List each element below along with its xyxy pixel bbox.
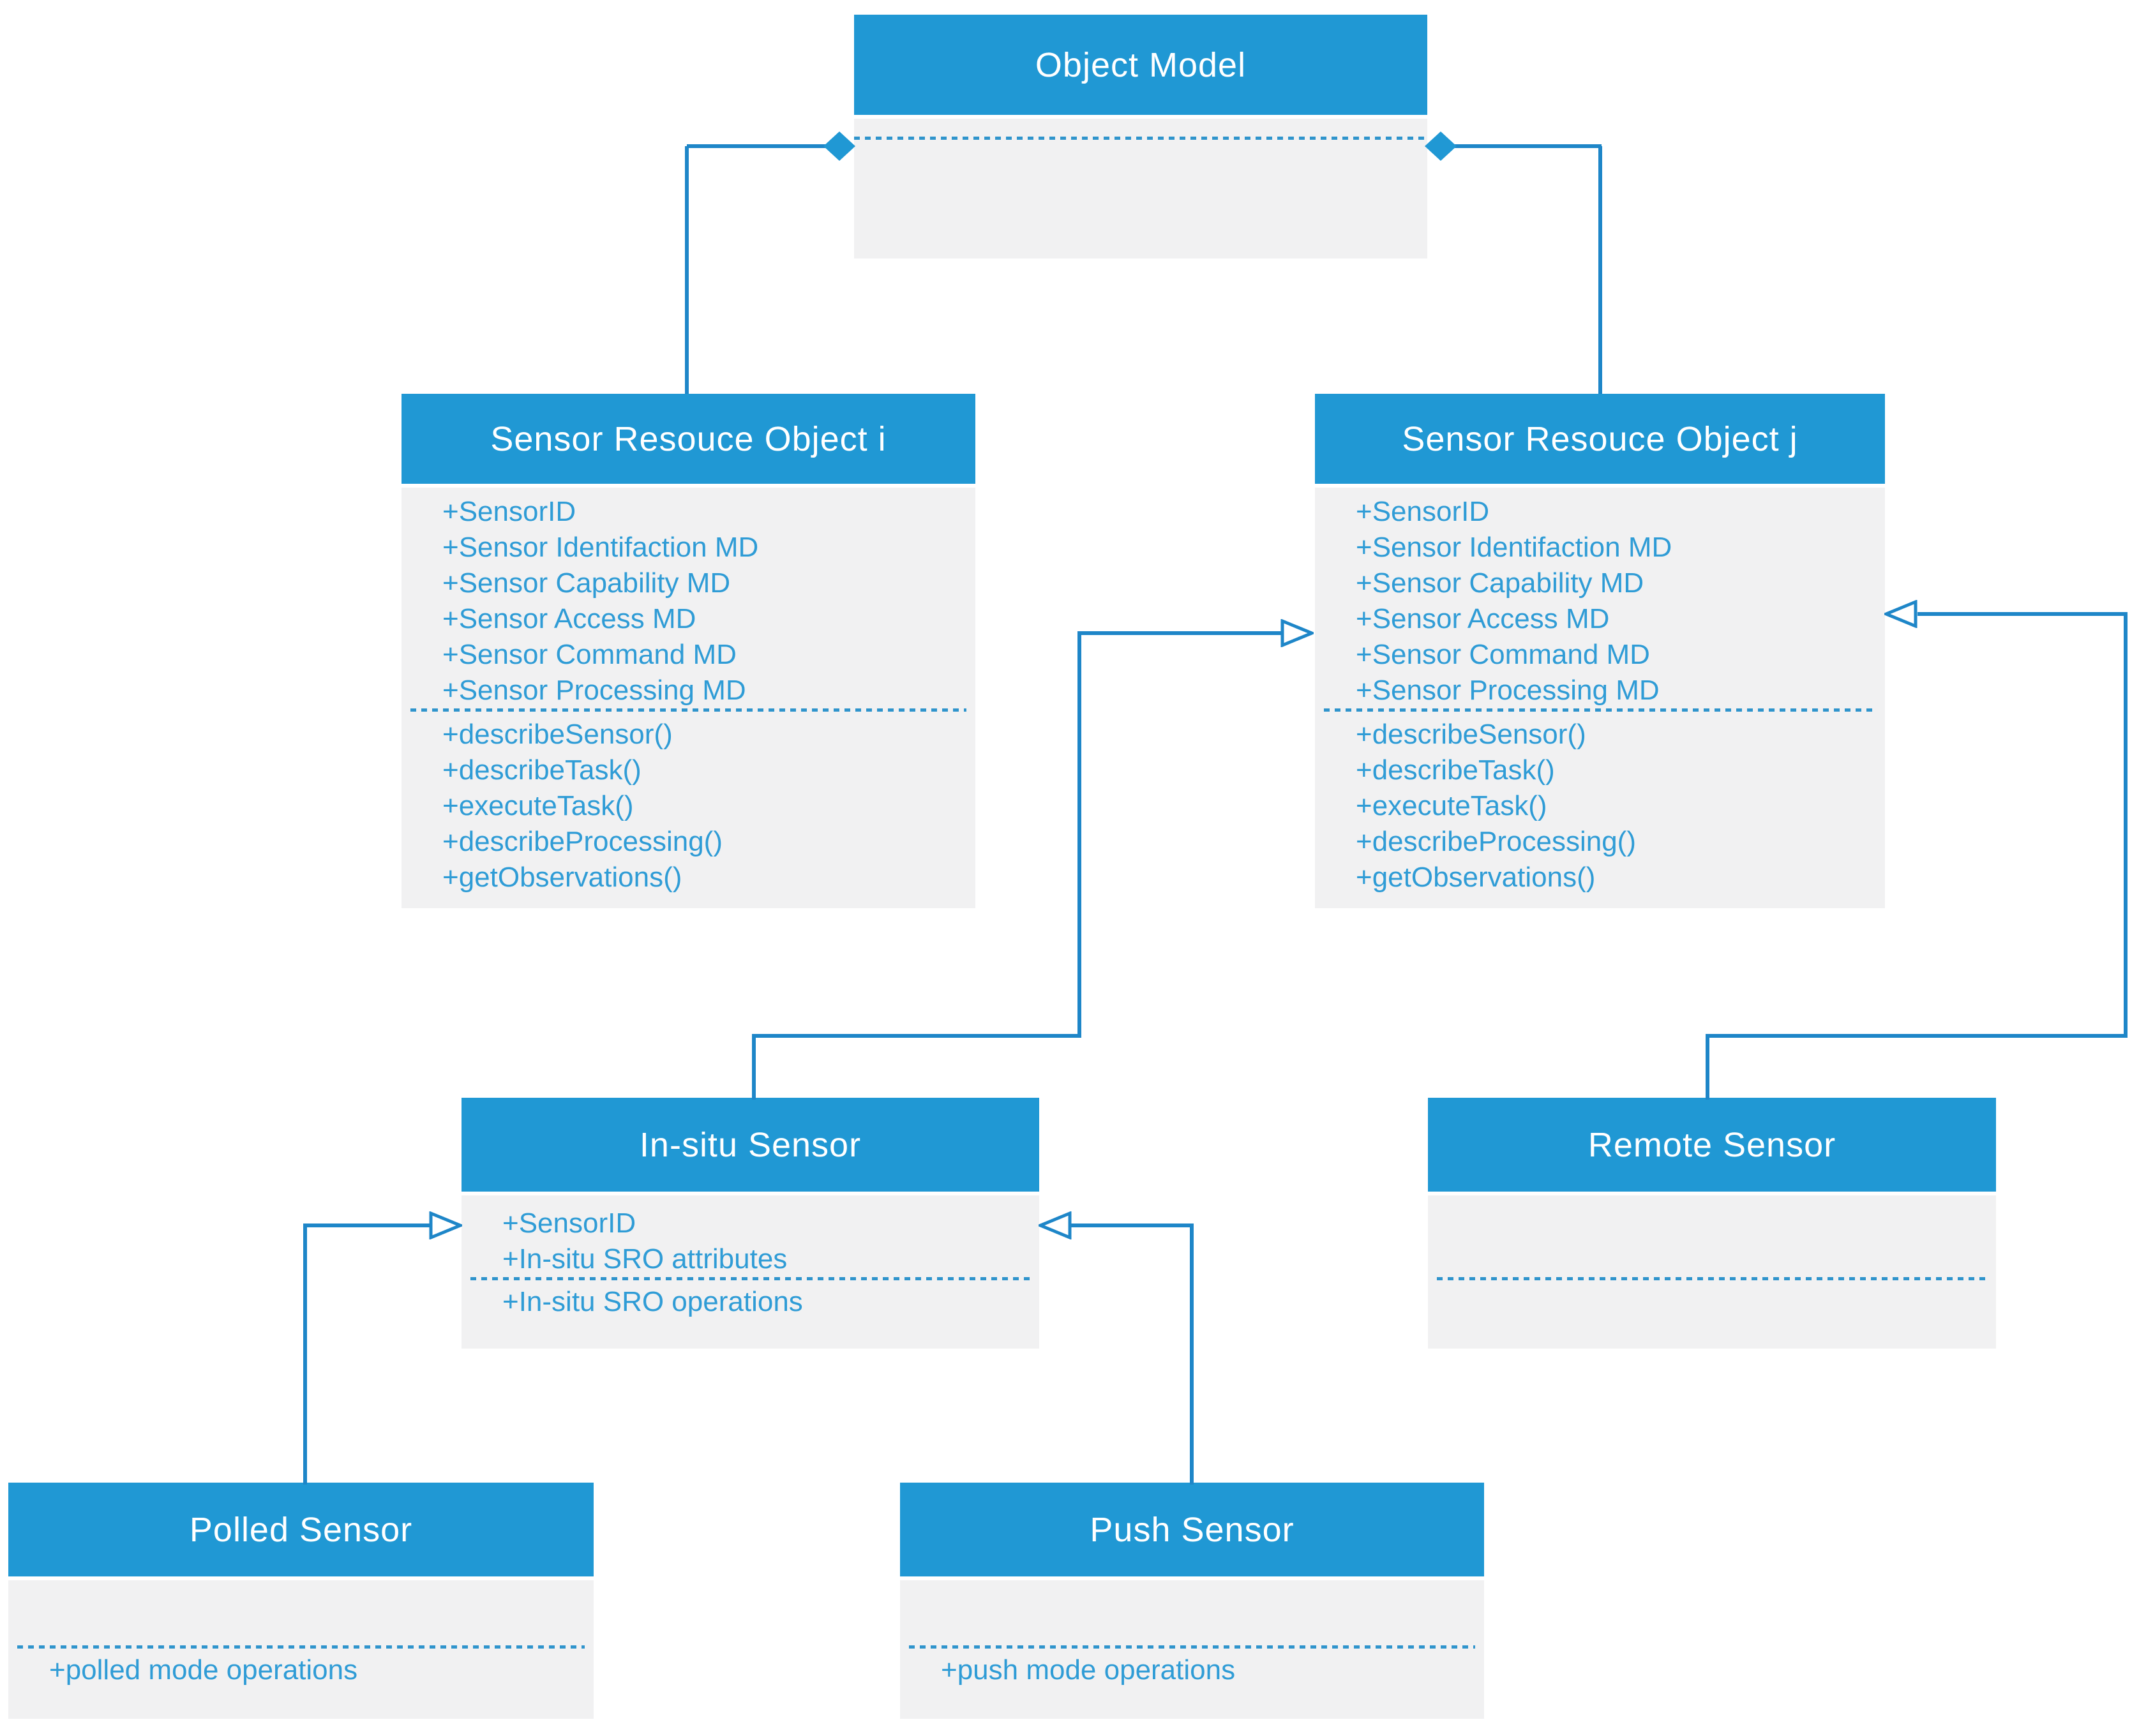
class-object-model-title: Object Model (854, 15, 1427, 115)
class-polled-sensor: Polled Sensor +polled mode operations (8, 1483, 594, 1719)
divider (8, 1576, 594, 1580)
class-sro-i-title: Sensor Resouce Object i (402, 394, 975, 484)
composition-diamond-icon (1425, 131, 1457, 161)
attribute: +Sensor Identifaction MD (1356, 532, 1672, 563)
operations-section: +describeSensor() +describeTask() +execu… (1315, 712, 1885, 895)
operation: +getObservations() (1356, 862, 1596, 893)
class-in-situ-sensor: In-situ Sensor +SensorID +In-situ SRO at… (462, 1098, 1039, 1349)
class-in-situ-body: +SensorID +In-situ SRO attributes +In-si… (462, 1195, 1039, 1349)
class-remote-sensor: Remote Sensor (1428, 1098, 1996, 1349)
operation: +describeProcessing() (442, 826, 723, 857)
operation: +In-situ SRO operations (502, 1286, 803, 1317)
operations-section: +In-situ SRO operations (462, 1280, 1039, 1320)
inheritance-triangle-icon (429, 1211, 462, 1239)
class-sro-i-body: +SensorID +Sensor Identifaction MD +Sens… (402, 488, 975, 908)
operation: +executeTask() (1356, 790, 1547, 821)
attribute: +Sensor Capability MD (442, 567, 731, 599)
attributes-section: +SensorID +Sensor Identifaction MD +Sens… (402, 488, 975, 708)
inheritance-line-insitu-sroj (1077, 633, 1081, 1038)
class-remote-body (1428, 1195, 1996, 1349)
attributes-section (1428, 1195, 1996, 1277)
operation: +executeTask() (442, 790, 634, 821)
inheritance-triangle-icon (1884, 600, 1918, 628)
class-remote-title: Remote Sensor (1428, 1098, 1996, 1192)
attributes-operations-separator (1324, 708, 1876, 712)
class-sensor-resource-object-j: Sensor Resouce Object j +SensorID +Senso… (1315, 394, 1885, 908)
operation: +describeTask() (1356, 754, 1555, 786)
attributes-section (900, 1580, 1484, 1645)
attributes-operations-separator (470, 1277, 1030, 1280)
composition-line-sro-j (1455, 144, 1602, 148)
divider (1428, 1192, 1996, 1195)
class-polled-title: Polled Sensor (8, 1483, 594, 1576)
attributes-section: +SensorID +In-situ SRO attributes (462, 1195, 1039, 1277)
attribute: +SensorID (502, 1208, 636, 1239)
attribute: +Sensor Processing MD (1356, 675, 1660, 706)
attributes-operations-separator (410, 708, 966, 712)
inheritance-line-push-insitu (1190, 1225, 1194, 1485)
attribute: +Sensor Command MD (442, 639, 737, 670)
attributes-operations-separator (17, 1645, 585, 1649)
attributes-section (8, 1580, 594, 1645)
inheritance-line-remote-sroj (2124, 614, 2128, 1038)
attribute: +SensorID (442, 496, 576, 527)
operation: +push mode operations (941, 1654, 1236, 1686)
operation: +describeSensor() (442, 719, 673, 750)
attribute: +Sensor Access MD (442, 603, 696, 634)
attribute: +Sensor Processing MD (442, 675, 746, 706)
attributes-section (854, 119, 1427, 137)
attributes-section: +SensorID +Sensor Identifaction MD +Sens… (1315, 488, 1885, 708)
divider (462, 1192, 1039, 1195)
inheritance-line-push-insitu (1071, 1223, 1194, 1227)
inheritance-line-remote-sroj (1918, 612, 2128, 616)
operations-section: +describeSensor() +describeTask() +execu… (402, 712, 975, 895)
inheritance-line-insitu-sroj (752, 1036, 756, 1100)
inheritance-line-polled-insitu (303, 1223, 433, 1227)
operation: +getObservations() (442, 862, 682, 893)
class-sro-j-body: +SensorID +Sensor Identifaction MD +Sens… (1315, 488, 1885, 908)
attribute: +Sensor Capability MD (1356, 567, 1644, 599)
operations-section: +polled mode operations (8, 1649, 594, 1688)
attributes-operations-separator (1437, 1277, 1987, 1280)
composition-line-sro-i (685, 146, 689, 394)
composition-line-sro-j (1598, 146, 1602, 394)
class-push-title: Push Sensor (900, 1483, 1484, 1576)
composition-line-sro-i (687, 144, 826, 148)
attribute: +In-situ SRO attributes (502, 1243, 788, 1275)
divider (402, 484, 975, 488)
inheritance-line-remote-sroj (1706, 1034, 2128, 1038)
attribute: +SensorID (1356, 496, 1490, 527)
class-push-sensor: Push Sensor +push mode operations (900, 1483, 1484, 1719)
class-in-situ-title: In-situ Sensor (462, 1098, 1039, 1192)
divider (900, 1576, 1484, 1580)
inheritance-triangle-icon (1039, 1211, 1072, 1239)
operation: +describeSensor() (1356, 719, 1586, 750)
divider (854, 115, 1427, 119)
class-sro-j-title: Sensor Resouce Object j (1315, 394, 1885, 484)
inheritance-line-insitu-sroj (1077, 631, 1283, 635)
class-push-body: +push mode operations (900, 1580, 1484, 1719)
inheritance-triangle-icon (1280, 619, 1314, 647)
attributes-operations-separator (909, 1645, 1475, 1649)
inheritance-line-polled-insitu (303, 1225, 307, 1485)
divider (1315, 484, 1885, 488)
operation: +polled mode operations (49, 1654, 358, 1686)
attribute: +Sensor Command MD (1356, 639, 1650, 670)
inheritance-line-remote-sroj (1706, 1036, 1709, 1100)
class-object-model: Object Model (854, 15, 1427, 258)
class-object-model-body (854, 119, 1427, 258)
inheritance-line-insitu-sroj (752, 1034, 1081, 1038)
operations-section: +push mode operations (900, 1649, 1484, 1688)
class-polled-body: +polled mode operations (8, 1580, 594, 1719)
attribute: +Sensor Access MD (1356, 603, 1610, 634)
operation: +describeTask() (442, 754, 642, 786)
composition-diamond-icon (823, 131, 855, 161)
class-sensor-resource-object-i: Sensor Resouce Object i +SensorID +Senso… (402, 394, 975, 908)
attribute: +Sensor Identifaction MD (442, 532, 759, 563)
operation: +describeProcessing() (1356, 826, 1636, 857)
attributes-operations-separator (854, 137, 1427, 140)
